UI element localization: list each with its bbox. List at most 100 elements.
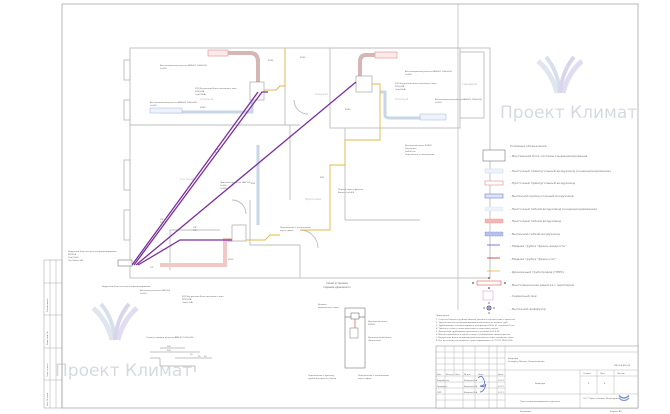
tb-format: Формат А3 — [610, 410, 622, 413]
stamp-sign-date: Подп. и дата — [47, 363, 49, 377]
svg-text:Ø32: Ø32 — [320, 176, 325, 179]
tb-sheet: 4 — [604, 383, 606, 385]
svg-text:200: 200 — [167, 350, 172, 352]
svg-text:Высота L=1400: Высота L=1400 — [338, 192, 355, 194]
legend-symbol-grille — [472, 277, 506, 289]
legend-symbol-indoor-unit — [482, 149, 506, 162]
svg-text:SI1820: SI1820 — [368, 324, 376, 326]
watermark-text: Проект Климат — [500, 103, 637, 123]
note-item: 5. Дренажный трубопровод проложить с укл… — [436, 330, 500, 333]
exhaust-duct-left — [149, 107, 183, 114]
side-stamp: Согласовано Взам. инв. № Подп. и дата Ин… — [43, 259, 63, 409]
label-unit-left: FCU Внутренний блок канального типа — [195, 87, 237, 90]
tb-col-date: Дата — [498, 374, 504, 376]
label-supply-grille: Приточная решетка 1АРГ200 — [220, 181, 251, 184]
legend-item: - Дренажный трубопровод (ППРС) — [510, 270, 564, 274]
svg-text:150: 150 — [167, 346, 172, 348]
room-entrance: Прихожая — [305, 197, 321, 201]
tb-row-date: 12.21 — [498, 392, 504, 394]
svg-text:через сифон: через сифон — [280, 230, 294, 232]
tb-col-doc: № док. — [464, 373, 472, 376]
svg-text:L=250: L=250 — [160, 68, 167, 70]
svg-text:ревизионного люка: ревизионного люка — [318, 307, 339, 309]
title-block: Изм. Кол.уч. Лист № док. Подп. Дата Разр… — [435, 345, 639, 413]
svg-text:Подключение к канализации: Подключение к канализации — [358, 375, 390, 377]
svg-text:(Sauermann): (Sauermann) — [368, 339, 381, 342]
legend-title: Условные обозначения — [510, 144, 547, 148]
tb-stage: Р — [588, 383, 590, 385]
tb-row-role: Разработал — [437, 379, 450, 382]
svg-text:через сифон: через сифон — [358, 378, 372, 380]
label-grille-mid-right: Вентиляционная решетка АМН-К1 1000х200 — [435, 98, 483, 101]
svg-text:Ø125: Ø125 — [228, 258, 234, 261]
legend-item: - Приточный гибкий воздуховод (кондицион… — [510, 207, 597, 211]
legend-item: - Приточный прямоугольный воздуховод (ко… — [510, 169, 611, 173]
svg-text:L=250: L=250 — [220, 185, 227, 187]
freon-pipes — [131, 81, 357, 266]
svg-text:Накопительный бачок: Накопительный бачок — [368, 336, 392, 339]
company-logo-icon — [618, 395, 630, 402]
tb-col-izm: Изм. — [437, 374, 442, 376]
tb-row-role: ГИП — [437, 392, 442, 394]
svg-text:Qх=2,8кВт: Qх=2,8кВт — [195, 94, 207, 96]
svg-text:L=250: L=250 — [405, 74, 412, 76]
label-riser: Подъем трассы фреона — [338, 189, 364, 191]
legend-item: - Медная трубка "фреон-газ" — [510, 257, 557, 261]
svg-text:Sauermann: Sauermann — [405, 147, 417, 150]
tb-stage-header: Стадия — [583, 373, 591, 375]
stamp-inv-orig: Инв. № подл. — [46, 392, 49, 406]
tb-sheets-header: Листов — [617, 373, 625, 375]
svg-text:L=250: L=250 — [140, 293, 147, 295]
svg-text:Ø160: Ø160 — [200, 106, 206, 109]
legend: Условные обозначения - Внутренний блок с… — [472, 144, 611, 314]
legend-item: - Вытяжной гибкий воздуховод — [510, 232, 560, 236]
plan-labels: Вентиляционная решетка АМН-К1 1000х200 L… — [68, 56, 483, 304]
svg-text:Ø160: Ø160 — [345, 108, 351, 111]
svg-text:Крышка: Крышка — [318, 304, 327, 306]
tb-company: ООО "Проект Климат Инжиниринг" — [583, 398, 620, 400]
room-bedroom-1: Спальня — [200, 97, 214, 101]
watermark-text: Проект Климат — [55, 361, 192, 381]
label-unit-bottom: FCU Внутренний блок канального типа — [182, 295, 224, 298]
tb-col-sign: Подп. — [478, 374, 484, 376]
floor-plan-walls — [123, 47, 491, 279]
svg-text:RXYSQ4: RXYSQ4 — [68, 254, 77, 256]
label-outdoor-unit: Наружный блок системы кондиционирования — [68, 250, 117, 253]
svg-text:Ø125: Ø125 — [268, 59, 274, 62]
label-unit-right: FCU Внутренний блок канального типа — [395, 82, 437, 85]
legend-item: - Вентиляционная решетка с адаптером — [510, 283, 574, 287]
indoor-unit-left — [249, 81, 265, 101]
svg-text:20: 20 — [204, 356, 207, 358]
indoor-unit-bottom — [231, 224, 247, 242]
svg-text:подъема дренажного: подъема дренажного — [323, 286, 351, 289]
room-wardrobe: Гардероб — [462, 82, 477, 86]
svg-text:3/8": 3/8" — [215, 152, 219, 154]
svg-text:3/8": 3/8" — [160, 222, 164, 224]
svg-text:FXSQ32A: FXSQ32A — [395, 85, 405, 88]
signature — [477, 376, 487, 393]
svg-text:FXSQ20A: FXSQ20A — [182, 298, 192, 301]
label-grille-bottom-left: Вентиляционная решетка АМН-К1 1000х200 — [150, 101, 198, 104]
stamp-replace-inv: Взам. инв. № — [46, 331, 49, 345]
supply-duct-top-left — [207, 49, 229, 57]
room-bathroom: Санузел — [315, 92, 328, 96]
svg-text:Подключение к дренажу: Подключение к дренажу — [308, 375, 335, 377]
watermark-bottom-left: Проект Климат — [55, 302, 192, 381]
legend-item: - Внутренний блок системы кондиционирова… — [510, 154, 588, 158]
outdoor-unit — [117, 259, 133, 267]
watermark-logo-icon — [91, 302, 139, 341]
tb-section-title: Квартира — [535, 383, 546, 385]
grille-detail: Схема установки решетки АМН-К1 1000х200 … — [146, 336, 212, 372]
label-pump: Дренажный насос SI1820 — [405, 144, 432, 147]
tb-sheet-header: Лист — [600, 373, 606, 375]
svg-text:3/8": 3/8" — [193, 230, 197, 232]
legend-item: - Приточный прямоугольный воздуховод — [510, 181, 575, 185]
room-bedroom-2: Спальня — [395, 97, 409, 101]
svg-text:Наружный блок системы кондицио: Наружный блок системы кондиционирования — [102, 285, 151, 288]
svg-text:трубки внутреннего блока: трубки внутреннего блока — [308, 377, 337, 380]
tb-drawing-title: План кондиционирования и дренажа — [520, 401, 560, 403]
note-item: 6. Монтаж выполнить в соответствии с тре… — [436, 333, 511, 336]
svg-text:1/2": 1/2" — [150, 267, 154, 269]
tb-doc-code: ОВК-П-4-450.08 — [614, 365, 631, 367]
